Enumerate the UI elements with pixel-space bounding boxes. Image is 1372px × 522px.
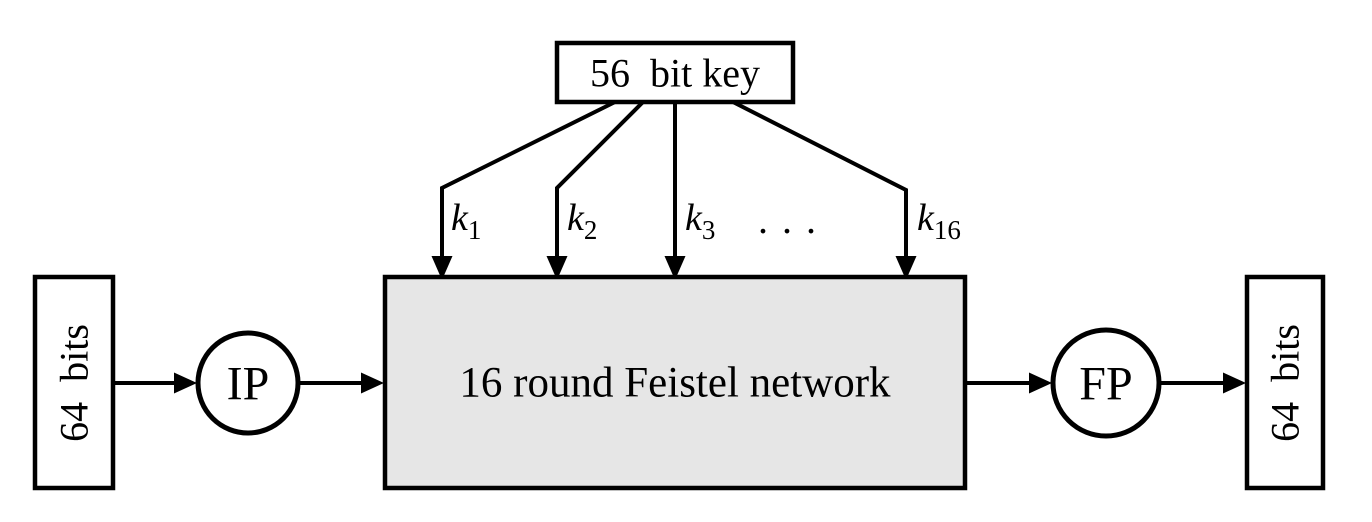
arrowhead-right-feistel	[361, 372, 384, 394]
output-box-label: 64 bits	[1263, 324, 1308, 442]
round-key-labels: k1 k2 k3 k16 . . .	[451, 197, 961, 245]
fp-label: FP	[1079, 358, 1132, 411]
key-box-label: 56 bit key	[590, 51, 760, 96]
ip-node: IP	[195, 330, 301, 436]
round-key-arrows	[431, 100, 917, 280]
round-key-label-k3: k3	[685, 197, 715, 245]
input-box-node: 64 bits	[32, 274, 116, 491]
key-box	[554, 40, 796, 105]
arrowhead-right-ip	[174, 372, 197, 394]
round-key-ellipsis: . . .	[758, 197, 818, 242]
ip-circle	[195, 330, 301, 436]
round-key-wire-k16	[732, 100, 908, 259]
feistel-network-node: 16 round Feistel network	[382, 274, 968, 491]
round-key-label-k1: k1	[451, 197, 481, 245]
output-box-node: 64 bits	[1244, 274, 1326, 491]
arrowhead-right-fp	[1029, 372, 1052, 394]
feistel-box	[382, 274, 968, 491]
arrowhead-down-k16	[895, 256, 917, 280]
round-key-wire-k1	[440, 100, 616, 259]
output-box	[1244, 274, 1326, 491]
arrowhead-down-k2	[546, 256, 568, 280]
input-box	[32, 274, 116, 491]
ip-label: IP	[227, 358, 270, 411]
arrowhead-down-k3	[664, 256, 686, 280]
feistel-box-label: 16 round Feistel network	[459, 360, 891, 407]
arrowhead-right-output	[1223, 372, 1246, 394]
round-key-label-k2: k2	[567, 197, 597, 245]
input-box-label: 64 bits	[52, 324, 97, 442]
round-key-wire-k2	[555, 100, 645, 259]
fp-circle	[1050, 327, 1162, 439]
data-path-arrows	[113, 372, 1246, 394]
key-box-node: 56 bit key	[554, 40, 796, 105]
fp-node: FP	[1050, 327, 1162, 439]
round-key-label-k16: k16	[917, 197, 961, 245]
arrowhead-down-k1	[431, 256, 453, 280]
